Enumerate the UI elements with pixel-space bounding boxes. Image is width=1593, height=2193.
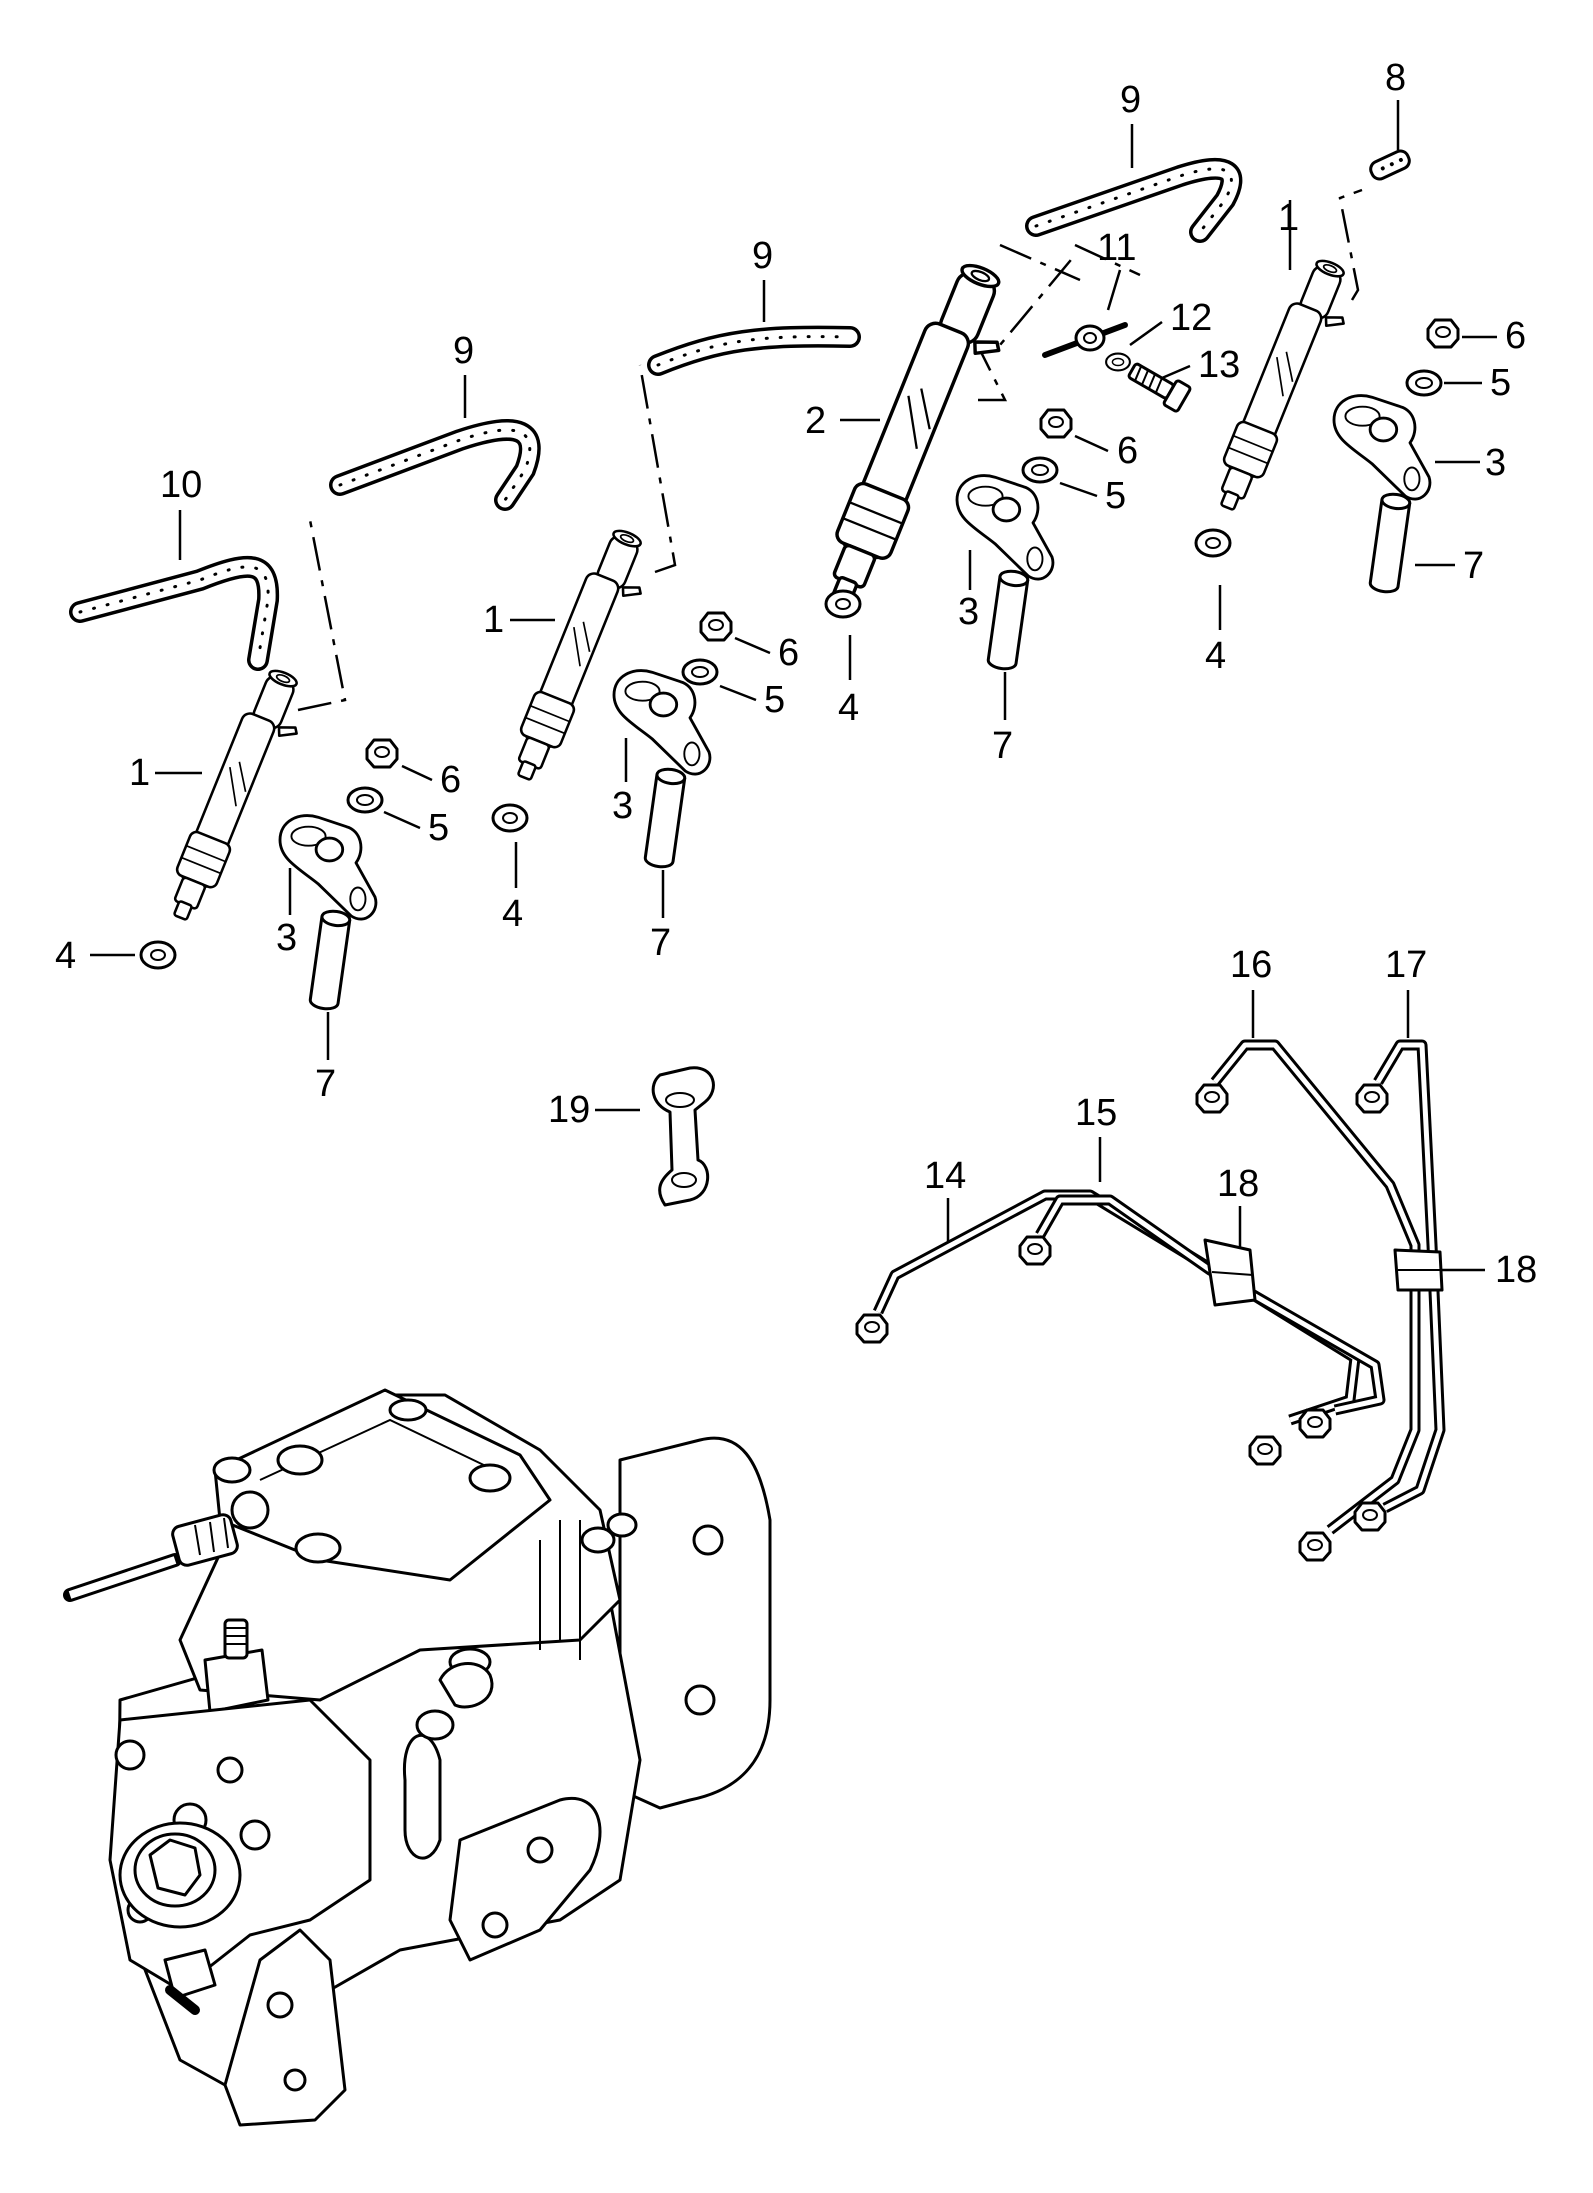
pipe-nut xyxy=(1353,1501,1387,1532)
callout-9: 9 xyxy=(1120,79,1141,121)
nut-6-d xyxy=(1426,318,1460,349)
return-hose-9-right xyxy=(1025,157,1243,243)
callout-labels: 1 1 1 2 3 3 3 3 4 4 4 4 5 5 5 5 6 6 6 6 … xyxy=(55,57,1537,1291)
pipe-clamp-18-a xyxy=(1203,1238,1257,1307)
callout-6: 6 xyxy=(440,759,461,801)
return-hose-9-middle xyxy=(647,325,861,376)
callout-4: 4 xyxy=(502,893,523,935)
injection-pipes xyxy=(855,1039,1446,1562)
callout-7: 7 xyxy=(315,1063,336,1105)
pipe-nut xyxy=(1018,1235,1052,1266)
washer-5-a xyxy=(346,786,384,814)
clip-19 xyxy=(651,1066,715,1207)
seal-4-c xyxy=(824,589,862,619)
sleeve-7-d xyxy=(1367,491,1413,595)
callout-5: 5 xyxy=(1490,362,1511,404)
pipe-nut xyxy=(855,1313,889,1344)
callout-17: 17 xyxy=(1385,944,1427,986)
callout-14: 14 xyxy=(924,1155,966,1197)
pipe-nut xyxy=(1355,1083,1389,1114)
connector-8 xyxy=(1369,149,1411,181)
return-hose-10 xyxy=(69,556,280,671)
callout-1: 1 xyxy=(129,752,150,794)
callout-12: 12 xyxy=(1170,297,1212,339)
callout-18: 18 xyxy=(1495,1249,1537,1291)
pipe-clamp-18-b xyxy=(1393,1248,1444,1292)
nut-6-c xyxy=(1039,408,1073,439)
callout-8: 8 xyxy=(1385,57,1406,99)
callout-19: 19 xyxy=(548,1089,590,1131)
injector-1-c xyxy=(1206,251,1365,524)
bolt-13 xyxy=(1127,362,1192,413)
callout-7: 7 xyxy=(650,922,671,964)
callout-3: 3 xyxy=(958,591,979,633)
callout-16: 16 xyxy=(1230,944,1272,986)
callout-9: 9 xyxy=(752,235,773,277)
callout-6: 6 xyxy=(1117,430,1138,472)
clamp-3-d xyxy=(1332,394,1432,501)
injection-pump xyxy=(63,1388,772,2127)
callout-2: 2 xyxy=(805,400,826,442)
callout-15: 15 xyxy=(1075,1092,1117,1134)
callout-3: 3 xyxy=(276,917,297,959)
nut-6-b xyxy=(699,611,733,642)
callout-1: 1 xyxy=(483,599,504,641)
pipe-nut xyxy=(1298,1531,1332,1562)
assembly-dash-lines xyxy=(297,188,1363,712)
sleeve-7-a xyxy=(307,908,353,1012)
callout-13: 13 xyxy=(1198,344,1240,386)
callout-1: 1 xyxy=(1278,197,1299,239)
pipe-nut xyxy=(1248,1435,1282,1466)
seal-4-d xyxy=(1194,528,1232,558)
clamp-3-b xyxy=(612,669,712,776)
callout-9: 9 xyxy=(453,330,474,372)
leader-lines xyxy=(90,100,1497,1272)
washer-5-b xyxy=(681,658,719,686)
callout-7: 7 xyxy=(1463,545,1484,587)
pipe-nut xyxy=(1298,1408,1332,1439)
callout-11: 11 xyxy=(1097,227,1136,269)
seal-4-b xyxy=(491,803,529,833)
callout-4: 4 xyxy=(1205,635,1226,677)
clamp-3-a xyxy=(278,814,378,921)
seal-4-a xyxy=(139,940,177,970)
callout-4: 4 xyxy=(838,687,859,729)
callout-7: 7 xyxy=(992,725,1013,767)
clamp-3-c xyxy=(955,474,1055,581)
callout-3: 3 xyxy=(612,785,633,827)
injector-2 xyxy=(812,253,1027,621)
callout-5: 5 xyxy=(1105,475,1126,517)
callout-4: 4 xyxy=(55,935,76,977)
callout-6: 6 xyxy=(1505,315,1526,357)
banjo-fitting-11 xyxy=(1042,322,1128,358)
return-hose-9-left xyxy=(329,419,541,511)
washer-12 xyxy=(1105,352,1131,372)
callout-10: 10 xyxy=(160,464,202,506)
callout-5: 5 xyxy=(428,807,449,849)
sleeve-7-c xyxy=(985,568,1031,672)
washer-5-c xyxy=(1021,456,1059,484)
injector-1-b xyxy=(503,521,662,794)
callout-6: 6 xyxy=(778,632,799,674)
callout-18: 18 xyxy=(1217,1163,1259,1205)
pipe-nut xyxy=(1195,1083,1229,1114)
nut-6-a xyxy=(365,738,399,769)
washer-5-d xyxy=(1405,369,1443,397)
injector-1-a xyxy=(159,661,318,934)
callout-5: 5 xyxy=(764,679,785,721)
callout-3: 3 xyxy=(1485,442,1506,484)
sleeve-7-b xyxy=(642,766,688,870)
